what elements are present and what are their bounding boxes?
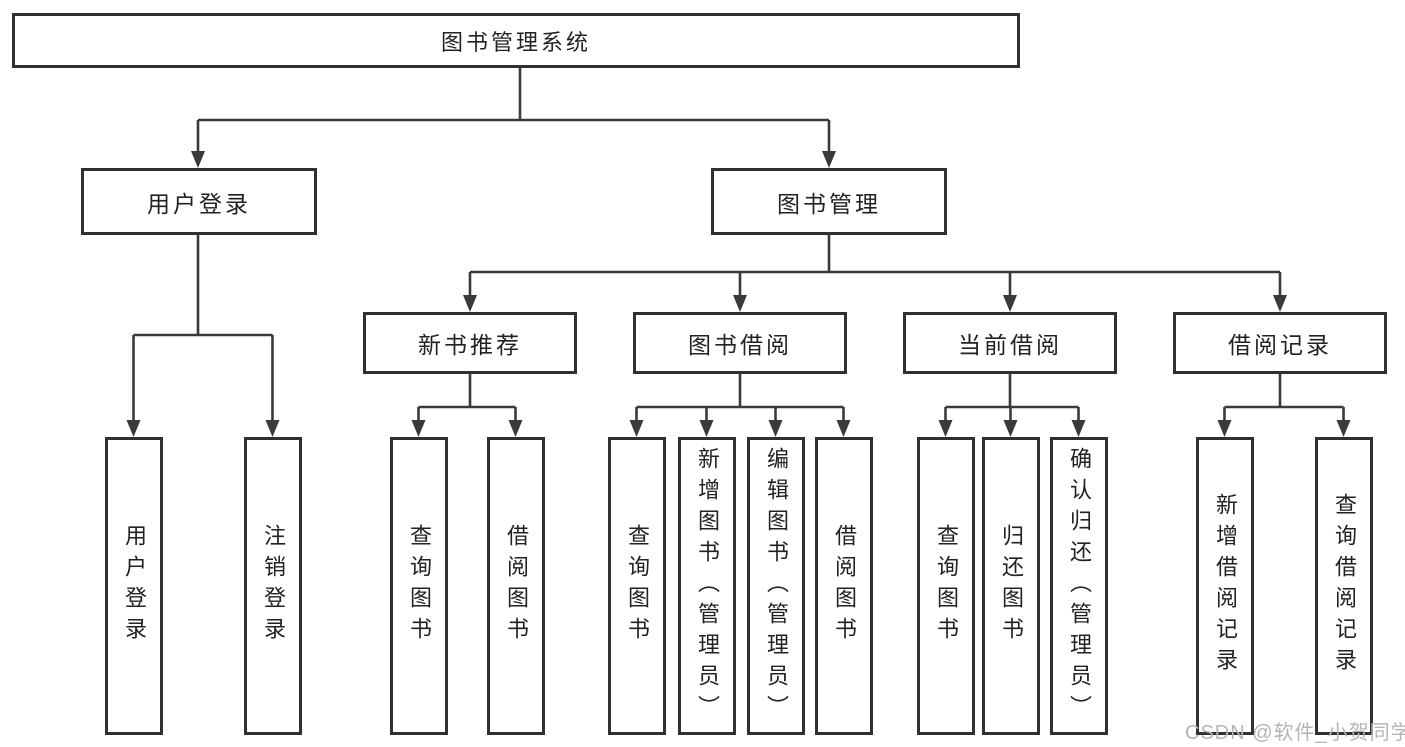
leaf-label: 新增借阅记录 xyxy=(1213,493,1238,679)
leaf-query-books-2: 查询图书 xyxy=(608,437,666,735)
leaf-label: 查询借阅记录 xyxy=(1332,493,1357,679)
leaf-borrow-books-2: 借阅图书 xyxy=(815,437,873,735)
node-new-book-recommend-label: 新书推荐 xyxy=(418,332,522,358)
arrowhead-icon xyxy=(822,151,836,168)
leaf-return-books: 归还图书 xyxy=(982,437,1040,735)
leaf-label: 新增图书（管理员） xyxy=(695,446,720,726)
node-user-login-label: 用户登录 xyxy=(147,190,251,217)
leaf-query-borrow-record: 查询借阅记录 xyxy=(1315,437,1373,735)
leaf-query-books-1: 查询图书 xyxy=(390,437,448,735)
leaf-label: 确认归还（管理员） xyxy=(1067,446,1092,726)
arrowhead-icon xyxy=(126,420,141,437)
arrowhead-icon xyxy=(265,420,280,437)
arrowhead-icon xyxy=(1071,420,1086,437)
leaf-label: 借阅图书 xyxy=(504,524,529,648)
leaf-borrow-books-1: 借阅图书 xyxy=(487,437,545,735)
node-book-borrowing-label: 图书借阅 xyxy=(688,332,792,358)
node-root-label: 图书管理系统 xyxy=(440,29,591,55)
leaf-logout: 注销登录 xyxy=(244,437,302,735)
arrowhead-icon xyxy=(938,420,953,437)
node-user-login: 用户登录 xyxy=(81,168,317,235)
watermark: CSDN @软件_小贺同学 xyxy=(1185,722,1405,744)
leaf-label: 查询图书 xyxy=(407,524,432,648)
node-borrowing-records: 借阅记录 xyxy=(1173,312,1387,374)
leaf-label: 用户登录 xyxy=(122,524,147,648)
node-book-borrowing: 图书借阅 xyxy=(633,312,847,374)
node-borrowing-records-label: 借阅记录 xyxy=(1228,332,1332,358)
arrowhead-icon xyxy=(508,420,523,437)
node-current-borrowing: 当前借阅 xyxy=(903,312,1117,374)
node-new-book-recommend: 新书推荐 xyxy=(363,312,577,374)
leaf-label: 借阅图书 xyxy=(832,524,857,648)
arrowhead-icon xyxy=(1273,295,1287,312)
leaf-query-books-3: 查询图书 xyxy=(917,437,975,735)
arrowhead-icon xyxy=(629,420,644,437)
leaf-add-borrow-record: 新增借阅记录 xyxy=(1196,437,1254,735)
arrowhead-icon xyxy=(1003,295,1017,312)
leaf-label: 查询图书 xyxy=(625,524,650,648)
arrowhead-icon xyxy=(191,151,205,168)
arrowhead-icon xyxy=(768,420,783,437)
node-book-management-label: 图书管理 xyxy=(777,190,881,217)
leaf-user-login: 用户登录 xyxy=(105,437,163,735)
leaf-add-books-admin: 新增图书（管理员） xyxy=(678,437,736,735)
leaf-label: 归还图书 xyxy=(999,524,1024,648)
leaf-label: 注销登录 xyxy=(261,524,286,648)
node-root: 图书管理系统 xyxy=(12,13,1020,68)
arrowhead-icon xyxy=(836,420,851,437)
arrowhead-icon xyxy=(1003,420,1018,437)
leaf-label: 编辑图书（管理员） xyxy=(764,446,789,726)
arrowhead-icon xyxy=(733,295,747,312)
arrowhead-icon xyxy=(411,420,426,437)
node-current-borrowing-label: 当前借阅 xyxy=(958,332,1062,358)
arrowhead-icon xyxy=(1336,420,1351,437)
leaf-edit-books-admin: 编辑图书（管理员） xyxy=(747,437,805,735)
leaf-confirm-return-admin: 确认归还（管理员） xyxy=(1050,437,1108,735)
arrowhead-icon xyxy=(463,295,477,312)
node-book-management: 图书管理 xyxy=(711,168,947,235)
leaf-label: 查询图书 xyxy=(934,524,959,648)
arrowhead-icon xyxy=(1217,420,1232,437)
arrowhead-icon xyxy=(699,420,714,437)
